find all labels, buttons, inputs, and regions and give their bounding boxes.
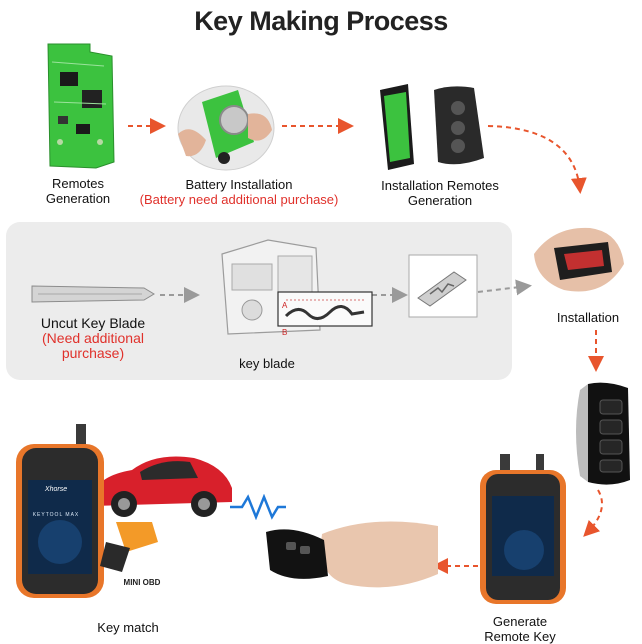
battery-installation-image [177,85,275,171]
label-remotes-generation: Remotes Generation [45,176,111,206]
red-car-image [92,456,232,517]
machine-label-a: A [282,301,288,310]
keytool-max-device-right [480,454,566,604]
key-cutting-machine-image: A B [221,239,373,337]
keytool-max-device-left [16,424,104,598]
signal-wave-icon [230,494,286,520]
remote-shell-image [380,84,484,170]
label-battery-installation: Battery Installation (Battery need addit… [139,177,339,207]
cut-blade-image [408,254,478,318]
device-model-text: KEYTOOL MAX [32,512,80,518]
label-key-match: Key match [97,620,159,635]
hand-with-key-image [266,521,438,588]
label-key-blade: key blade [239,356,295,371]
arrow-3 [487,125,587,194]
mini-obd-label: MINI OBD [123,578,161,587]
remote-pcb-image [47,43,115,169]
label-installation: Installation [556,310,620,325]
label-installation-remotes-generation: Installation Remotes Generation [381,178,499,208]
diagram-title: Key Making Process [194,6,448,36]
mini-obd-adapter-image [100,522,158,572]
remote-key-image [576,382,630,485]
label-uncut-key-blade: Uncut Key Blade (Need additional purchas… [40,315,146,361]
label-generate-remote-key: Generate Remote Key [484,614,556,644]
uncut-blade-image [31,285,155,303]
installation-image [534,227,624,292]
arrow-5 [583,489,603,537]
device-brand-text: Xhorse [44,486,68,493]
arrow-blade-3 [477,279,532,296]
machine-label-b: B [282,328,287,337]
